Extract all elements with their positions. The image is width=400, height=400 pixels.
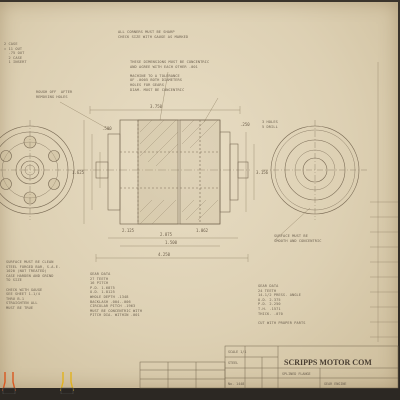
note-top-right: 3 HOLES 5 DRILL bbox=[262, 120, 278, 129]
binder-clip-icon bbox=[60, 372, 74, 395]
note-bottom-left: SURFACE MUST BE CLEAN STEEL FORGED BAR, … bbox=[6, 260, 61, 310]
note-bottom-right: GEAR DATA 24 TEETH 14-1/2 PRESS. ANGLE O… bbox=[258, 284, 306, 325]
dim-label: 1.062 bbox=[196, 228, 209, 233]
note-cross-drill: ROUGH OFF AFTER REMOVING HOLES bbox=[36, 90, 73, 99]
scale-label: SCALE 1/1 bbox=[228, 350, 247, 354]
dim-label: .250 bbox=[240, 122, 250, 127]
note-top-left: 2 CASE = 11 OUT .75 OUT 2 CASE 1 INSERT bbox=[4, 42, 27, 65]
left-end-view bbox=[0, 120, 80, 220]
note-bottom-center: GEAR DATA 27 TEETH 16 PITCH P.D. 1.6875 … bbox=[90, 272, 143, 318]
dim-label: 2.125 bbox=[122, 228, 135, 233]
dimension-labels: 3.750 2.875 1.500 4.250 1.625 3.156 .500… bbox=[72, 104, 269, 257]
dim-label: 2.875 bbox=[160, 232, 173, 237]
binder-clip-icon bbox=[2, 372, 16, 395]
note-top-center: ALL CORNERS MUST BE SHARP CHECK SIZE WIT… bbox=[118, 30, 189, 39]
dim-label: .500 bbox=[102, 126, 112, 131]
dim-label: 1.500 bbox=[165, 240, 178, 245]
note-right-middle: SURFACE MUST BE SMOOTH AND CONCENTRIC bbox=[274, 234, 322, 243]
dimension-lines bbox=[59, 71, 311, 262]
material-label: STEEL bbox=[228, 361, 239, 365]
section-view bbox=[80, 119, 250, 225]
drawing-number: No. 1448 bbox=[228, 382, 245, 386]
title-block bbox=[139, 345, 399, 389]
dim-label: 3.750 bbox=[150, 104, 163, 109]
dim-label: 4.250 bbox=[158, 252, 171, 257]
right-end-view bbox=[262, 120, 368, 220]
revision-grid bbox=[370, 62, 398, 342]
engine-label: GEAR ENGINE bbox=[324, 382, 347, 386]
blueprint-sheet: 3.750 2.875 1.500 4.250 1.625 3.156 .500… bbox=[0, 2, 399, 389]
company-title: SCRIPPS MOTOR COM bbox=[284, 358, 372, 367]
technical-drawing: 3.750 2.875 1.500 4.250 1.625 3.156 .500… bbox=[0, 62, 399, 389]
dim-label: 1.625 bbox=[72, 170, 85, 175]
dim-label: 3.156 bbox=[256, 170, 269, 175]
part-name: SPLINED FLANGE bbox=[282, 372, 311, 376]
note-concentric: THESE DIMENSIONS MUST BE CONCENTRIC AND … bbox=[130, 60, 210, 92]
